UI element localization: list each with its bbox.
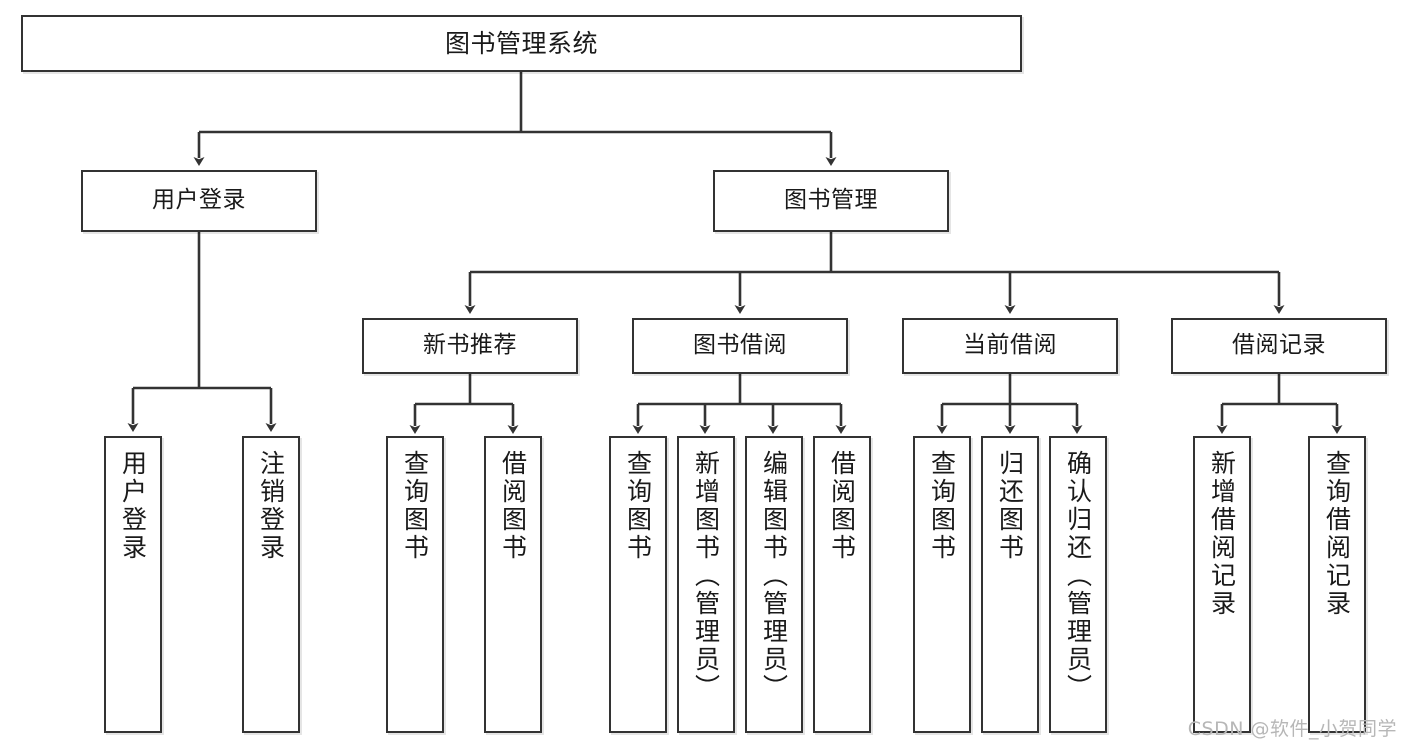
node-label: 新增借阅记录 <box>1207 450 1237 618</box>
node-label: 归还图书 <box>995 450 1025 562</box>
node-label: 查询借阅记录 <box>1322 450 1352 618</box>
node-label: 图书管理 <box>784 187 878 214</box>
node-label: 新书推荐 <box>423 332 517 359</box>
node-borrowing-record[interactable]: 借阅记录 <box>1171 318 1387 374</box>
leaf-add-book-admin[interactable]: 新增图书（管理员） <box>677 436 735 733</box>
node-new-book-recommendation[interactable]: 新书推荐 <box>362 318 578 374</box>
node-root-book-management-system[interactable]: 图书管理系统 <box>21 15 1022 72</box>
node-label: 新增图书（管理员） <box>691 450 721 702</box>
node-label: 编辑图书（管理员） <box>759 450 789 702</box>
node-user-login[interactable]: 用户登录 <box>81 170 317 232</box>
leaf-confirm-return-admin[interactable]: 确认归还（管理员） <box>1049 436 1107 733</box>
node-label: 借阅图书 <box>827 450 857 562</box>
leaf-edit-book-admin[interactable]: 编辑图书（管理员） <box>745 436 803 733</box>
node-label: 借阅图书 <box>498 450 528 562</box>
node-book-borrowing[interactable]: 图书借阅 <box>632 318 848 374</box>
node-label: 查询图书 <box>927 450 957 562</box>
leaf-add-borrowing-record[interactable]: 新增借阅记录 <box>1193 436 1251 733</box>
node-label: 确认归还（管理员） <box>1063 450 1093 702</box>
node-label: 用户登录 <box>152 187 246 214</box>
watermark-text: CSDN @软件_小贺同学 <box>1187 718 1397 740</box>
leaf-logout[interactable]: 注销登录 <box>242 436 300 733</box>
leaf-borrow-book[interactable]: 借阅图书 <box>813 436 871 733</box>
node-label: 当前借阅 <box>963 332 1057 359</box>
leaf-query-book-current[interactable]: 查询图书 <box>913 436 971 733</box>
node-label: 查询图书 <box>623 450 653 562</box>
node-label: 图书借阅 <box>693 332 787 359</box>
node-label: 注销登录 <box>256 450 286 562</box>
leaf-borrow-book-recommendation[interactable]: 借阅图书 <box>484 436 542 733</box>
node-label: 查询图书 <box>400 450 430 562</box>
node-current-borrowing[interactable]: 当前借阅 <box>902 318 1118 374</box>
leaf-query-book-borrowing[interactable]: 查询图书 <box>609 436 667 733</box>
node-label: 图书管理系统 <box>444 28 598 58</box>
node-label: 借阅记录 <box>1232 332 1326 359</box>
node-label: 用户登录 <box>118 450 148 562</box>
leaf-query-borrowing-record[interactable]: 查询借阅记录 <box>1308 436 1366 733</box>
leaf-query-book-recommendation[interactable]: 查询图书 <box>386 436 444 733</box>
leaf-user-login[interactable]: 用户登录 <box>104 436 162 733</box>
node-book-management[interactable]: 图书管理 <box>713 170 949 232</box>
leaf-return-book[interactable]: 归还图书 <box>981 436 1039 733</box>
